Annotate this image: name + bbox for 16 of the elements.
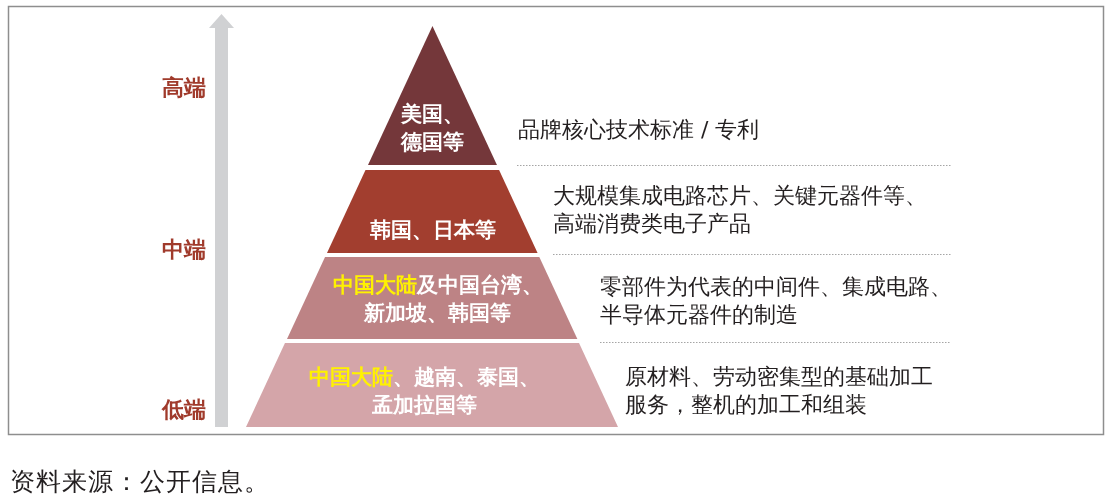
description-text: 大规模集成电路芯片、关键元器件等、高端消费类电子产品	[553, 182, 928, 238]
tier-label: 中国大陆及中国台湾、新加坡、韩国等	[332, 272, 544, 327]
tier-label: 美国、德国等	[399, 101, 466, 156]
description-text: 零部件为代表的中间件、集成电路、半导体元器件的制造	[600, 273, 953, 329]
tier-label: 韩国、日本等	[369, 217, 497, 244]
level-label: 中端	[162, 237, 206, 263]
pyramid-tier	[326, 170, 538, 253]
level-label: 高端	[162, 75, 206, 101]
pyramid-tier	[367, 26, 497, 165]
tier-label: 中国大陆、越南、泰国、孟加拉国等	[307, 364, 541, 419]
source-caption: 资料来源：公开信息。	[10, 468, 270, 496]
description-text: 品牌核心技术标准 / 专利	[518, 116, 761, 144]
description-text: 原材料、劳动密集型的基础加工服务，整机的加工和组装	[625, 363, 934, 419]
level-label: 低端	[162, 397, 206, 423]
pyramid-tier	[286, 257, 578, 339]
pyramid-tier	[246, 343, 618, 427]
